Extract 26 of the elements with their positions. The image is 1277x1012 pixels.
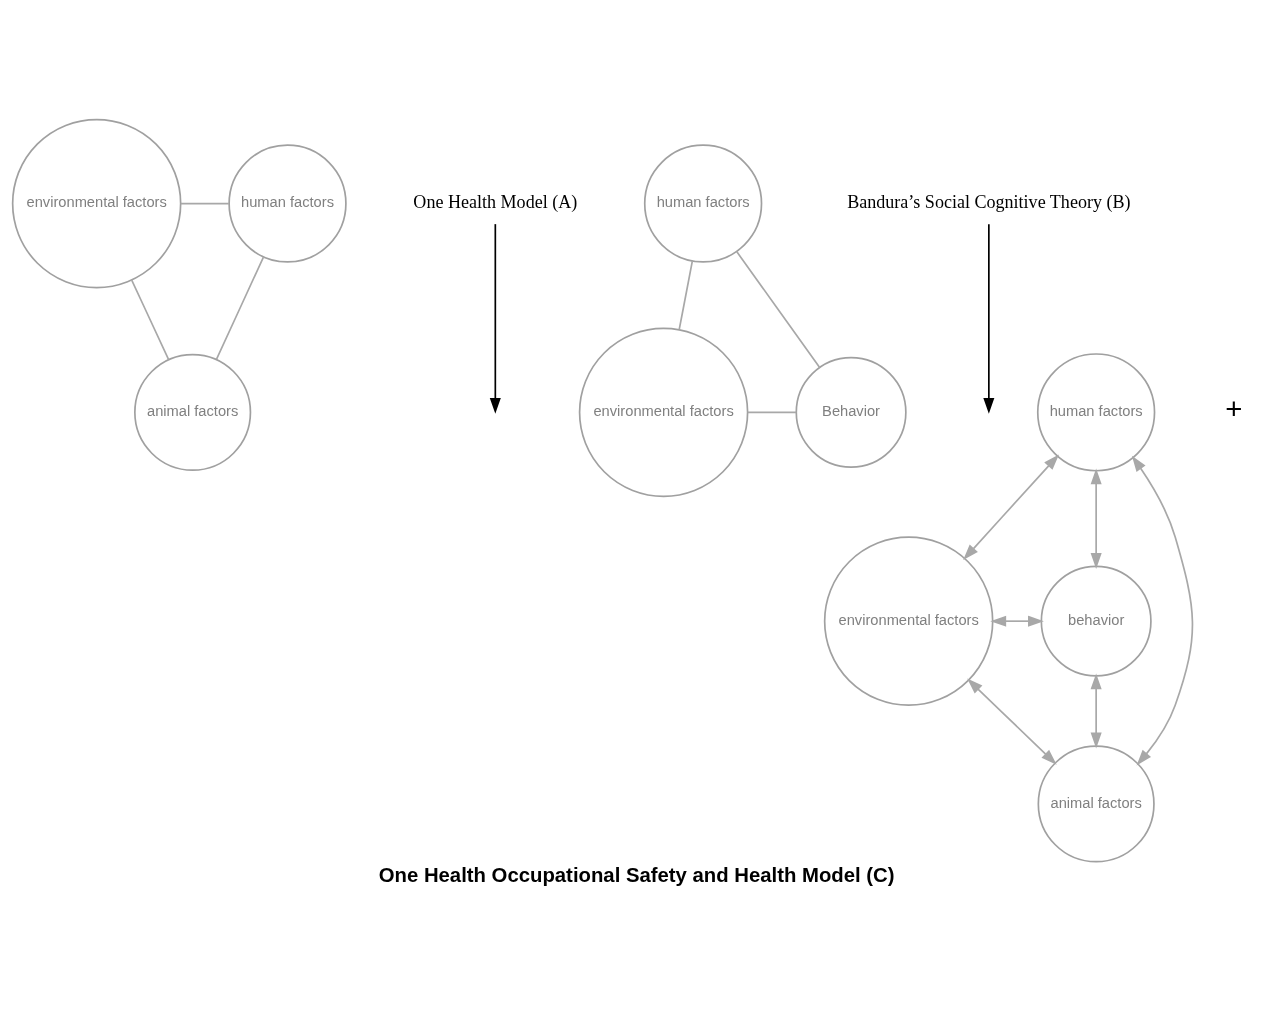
node-text: Bandura’s Social Cognitive Theory (B) (847, 191, 1131, 212)
node-circle: environmental factors (823, 535, 994, 706)
connector (180, 202, 230, 204)
node-circle: animal factors (134, 353, 252, 471)
connector (746, 411, 798, 413)
arrow (990, 615, 1044, 627)
arrow (1090, 672, 1102, 748)
caption: One Health Occupational Safety and Health Model (C) (378, 863, 895, 886)
connector (215, 256, 265, 360)
node-circle: human factors (643, 143, 763, 263)
arrow (983, 222, 995, 414)
node-circle: Behavior (795, 356, 907, 468)
arrow (967, 678, 1057, 765)
connector (678, 259, 694, 331)
arrow (1090, 468, 1102, 569)
arrow (963, 453, 1059, 560)
label: + (1225, 391, 1243, 425)
node-circle: environmental factors (578, 327, 749, 497)
connector (130, 278, 170, 360)
node-text: One Health Model (A) (413, 191, 578, 212)
node-circle: behavior (1040, 565, 1152, 677)
arrow (1131, 455, 1194, 765)
node-circle: human factors (228, 143, 347, 263)
connector (735, 250, 821, 368)
node-circle: environmental factors (11, 118, 182, 288)
arrow (489, 222, 501, 414)
